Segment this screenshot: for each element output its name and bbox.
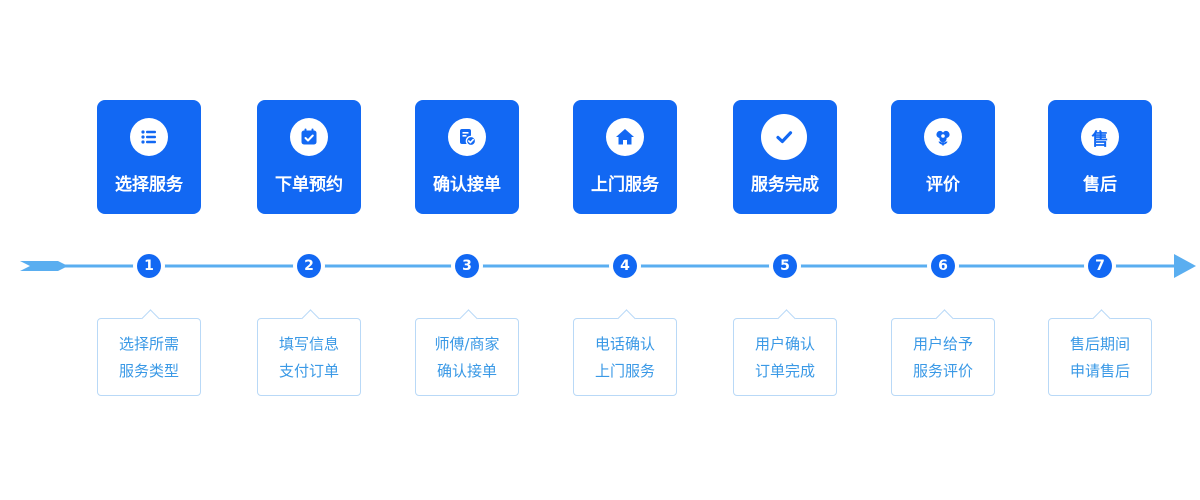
step-description: 师傅/商家 确认接单 [415, 318, 519, 396]
step-5: 服务完成 5 用户确认 订单完成 [733, 0, 837, 500]
step-card: 确认接单 [415, 100, 519, 214]
timeline-tail [20, 261, 68, 271]
description-line: 填写信息 [278, 335, 339, 353]
step-number: 6 [931, 254, 955, 278]
step-title: 售后 [1083, 175, 1117, 195]
calendar-check-icon [290, 118, 328, 156]
description-line: 用户给予 [912, 335, 973, 353]
description-line: 上门服务 [594, 362, 655, 380]
description-line: 订单完成 [754, 362, 815, 380]
step-title: 下单预约 [275, 175, 343, 195]
step-description: 选择所需 服务类型 [97, 318, 201, 396]
description-line: 申请售后 [1069, 362, 1130, 380]
step-card: 选择服务 [97, 100, 201, 214]
step-4: 上门服务 4 电话确认 上门服务 [573, 0, 677, 500]
step-1: 选择服务 1 选择所需 服务类型 [97, 0, 201, 500]
step-number: 7 [1088, 254, 1112, 278]
step-3: 确认接单 3 师傅/商家 确认接单 [415, 0, 519, 500]
timeline-arrowhead [1174, 254, 1196, 278]
step-title: 服务完成 [751, 175, 819, 195]
step-number: 1 [137, 254, 161, 278]
flower-icon [924, 118, 962, 156]
step-2: 下单预约 2 填写信息 支付订单 [257, 0, 361, 500]
description-line: 确认接单 [436, 362, 497, 380]
description-line: 选择所需 [118, 335, 179, 353]
description-line: 师傅/商家 [434, 335, 500, 353]
description-line: 售后期间 [1069, 335, 1130, 353]
step-number: 5 [773, 254, 797, 278]
step-title: 评价 [926, 175, 960, 195]
step-card: 下单预约 [257, 100, 361, 214]
step-description: 电话确认 上门服务 [573, 318, 677, 396]
description-line: 服务类型 [118, 362, 179, 380]
list-icon [130, 118, 168, 156]
step-description: 用户给予 服务评价 [891, 318, 995, 396]
description-line: 服务评价 [912, 362, 973, 380]
step-7: 售 售后 7 售后期间 申请售后 [1048, 0, 1152, 500]
description-line: 用户确认 [754, 335, 815, 353]
step-card: 服务完成 [733, 100, 837, 214]
after-sale-icon: 售 [1081, 118, 1119, 156]
step-card: 评价 [891, 100, 995, 214]
description-line: 电话确认 [594, 335, 655, 353]
step-number: 3 [455, 254, 479, 278]
home-icon [606, 118, 644, 156]
document-check-icon [448, 118, 486, 156]
step-description: 填写信息 支付订单 [257, 318, 361, 396]
step-title: 确认接单 [433, 175, 501, 195]
step-title: 上门服务 [591, 175, 659, 195]
step-title: 选择服务 [115, 175, 183, 195]
step-description: 售后期间 申请售后 [1048, 318, 1152, 396]
step-card: 上门服务 [573, 100, 677, 214]
step-6: 评价 6 用户给予 服务评价 [891, 0, 995, 500]
step-description: 用户确认 订单完成 [733, 318, 837, 396]
description-line: 支付订单 [278, 362, 339, 380]
checkmark-icon [761, 114, 807, 160]
step-number: 2 [297, 254, 321, 278]
step-number: 4 [613, 254, 637, 278]
step-card: 售 售后 [1048, 100, 1152, 214]
